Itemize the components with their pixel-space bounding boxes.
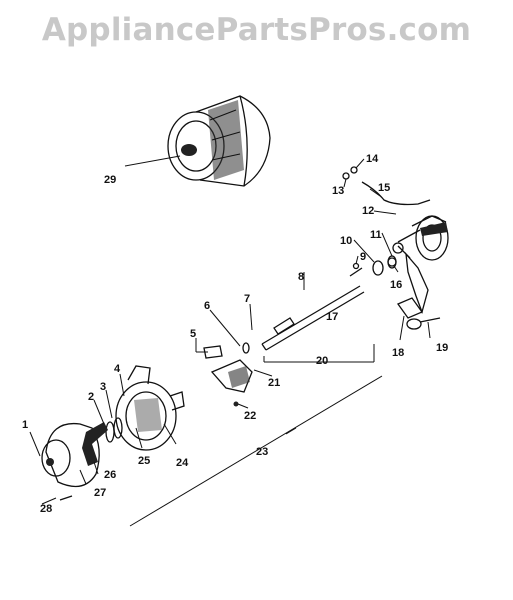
watermark: AppliancePartsPros.com (41, 12, 472, 48)
part-label[interactable]: 13 (332, 185, 344, 197)
part-label[interactable]: 7 (244, 293, 250, 305)
part-label[interactable]: 29 (104, 174, 116, 186)
part-label[interactable]: 15 (378, 182, 390, 194)
part-label[interactable]: 28 (40, 503, 52, 515)
part-label[interactable]: 8 (298, 271, 304, 283)
part-label[interactable]: 17 (326, 311, 338, 323)
pump-arm-drawing (387, 215, 449, 315)
part-label[interactable]: 3 (100, 381, 106, 393)
part-label[interactable]: 26 (104, 469, 116, 481)
pump-housing-drawing (105, 365, 185, 451)
bracket-drawing (203, 342, 253, 407)
part-label[interactable]: 4 (114, 363, 121, 375)
part-label[interactable]: 19 (436, 342, 448, 354)
part-label[interactable]: 21 (268, 377, 280, 389)
part-label[interactable]: 10 (340, 235, 352, 247)
part-label[interactable]: 12 (362, 205, 374, 217)
part-label[interactable]: 14 (366, 153, 379, 165)
part-label[interactable]: 18 (392, 347, 404, 359)
leader-lines (29, 155, 431, 527)
part-label[interactable]: 5 (190, 328, 196, 340)
part-label[interactable]: 24 (176, 457, 189, 469)
part-label[interactable]: 9 (360, 251, 366, 263)
part-label[interactable]: 11 (370, 229, 382, 241)
shaft-drawing (261, 262, 365, 351)
part-label[interactable]: 23 (256, 446, 268, 458)
part-label[interactable]: 1 (22, 419, 28, 431)
part-label[interactable]: 20 (316, 355, 328, 367)
part-label[interactable]: 27 (94, 487, 106, 499)
part-label[interactable]: 16 (390, 279, 402, 291)
part-label[interactable]: 25 (138, 455, 150, 467)
part-label[interactable]: 22 (244, 410, 256, 422)
part-label[interactable]: 6 (204, 300, 210, 312)
part-labels: 1 2 3 4 5 6 7 8 9 10 11 12 13 14 15 16 1… (22, 153, 448, 515)
bushing-bolt-drawing (397, 297, 441, 330)
part-label[interactable]: 2 (88, 391, 94, 403)
cover-drawing (41, 422, 108, 501)
motor-drawing (167, 95, 271, 187)
